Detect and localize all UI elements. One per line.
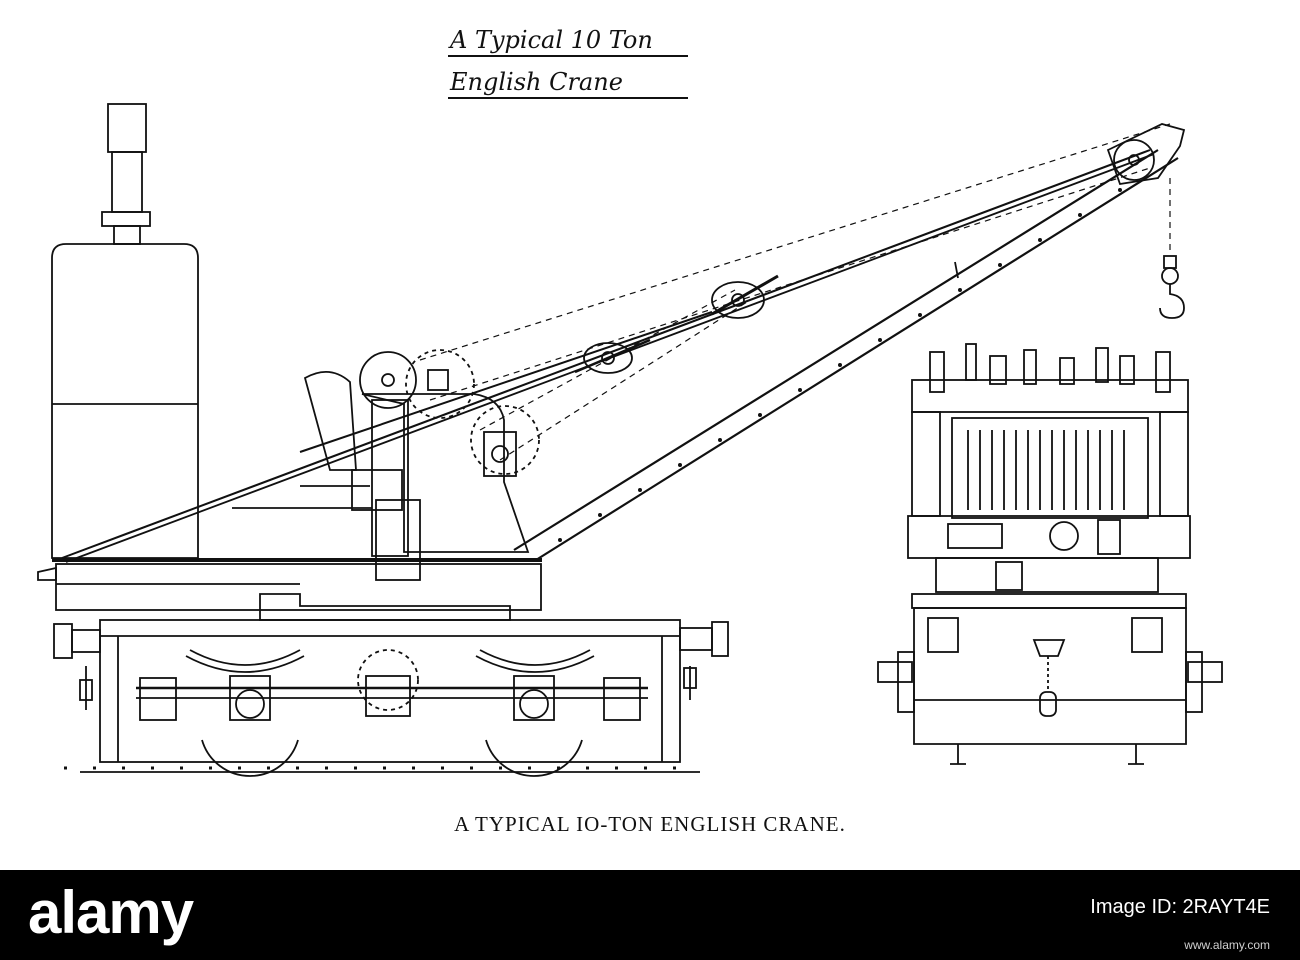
footer-url[interactable]: www.alamy.com xyxy=(1184,938,1270,952)
wagon-leaf-springs xyxy=(185,649,595,673)
jib-rivets xyxy=(558,188,1122,542)
engraving-page: A Typical 10 Ton English Crane xyxy=(37,26,1223,836)
stock-footer-bar: alamy Image ID: 2RAYT4E www.alamy.com xyxy=(0,870,1300,960)
wagon-buffers xyxy=(53,621,729,710)
turntable-base xyxy=(259,593,511,621)
rope-pulley-blocks xyxy=(574,274,779,374)
wagon-frame xyxy=(99,619,681,763)
end-view-machinery xyxy=(907,343,1191,593)
end-view-winch-drum xyxy=(967,430,1125,510)
jib-boom xyxy=(513,123,1186,561)
wagon-wheels xyxy=(201,649,583,777)
crane-deck xyxy=(37,558,542,611)
hoist-rope-lines xyxy=(419,123,1171,461)
image-id-block: Image ID: 2RAYT4E xyxy=(1090,894,1270,919)
image-id: Image ID: 2RAYT4E xyxy=(1090,896,1270,918)
boiler-chimney xyxy=(101,103,151,245)
handwritten-title-line-1: A Typical 10 Ton xyxy=(450,26,653,54)
end-view-wagon-body xyxy=(877,593,1223,765)
handwritten-title-line-2: English Crane xyxy=(450,68,623,96)
rail-line xyxy=(64,766,700,773)
figure-caption: A TYPICAL IO-TON ENGLISH CRANE. xyxy=(454,812,846,836)
boiler xyxy=(51,243,199,559)
crane-technical-drawing xyxy=(37,55,1223,777)
crane-machinery-housing xyxy=(232,349,540,581)
crane-hook xyxy=(1159,255,1185,319)
alamy-logo: alamy xyxy=(28,879,194,946)
